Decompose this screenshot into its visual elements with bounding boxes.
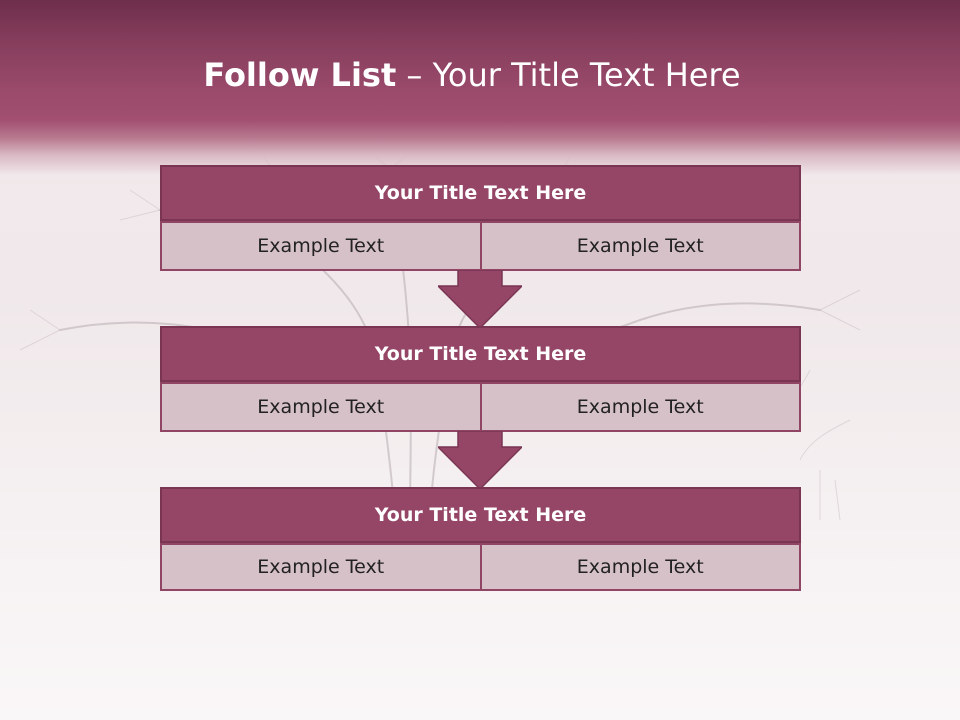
block-title: Your Title Text Here: [160, 326, 801, 382]
block-cell-left: Example Text: [160, 382, 481, 432]
block-cell-right: Example Text: [480, 382, 801, 432]
block-cell-left: Example Text: [160, 221, 481, 271]
list-block-2: Your Title Text Here Example Text Exampl…: [160, 326, 801, 432]
header-band: [0, 0, 960, 190]
list-block-1: Your Title Text Here Example Text Exampl…: [160, 165, 801, 271]
title-bold-part: Follow List: [203, 56, 397, 94]
block-cell-right: Example Text: [480, 221, 801, 271]
slide-title: Follow List – Your Title Text Here: [0, 56, 944, 94]
block-row: Example Text Example Text: [160, 543, 801, 591]
block-cell-right: Example Text: [480, 543, 801, 591]
down-arrow-icon: [438, 431, 522, 489]
down-arrow-icon: [438, 270, 522, 328]
list-block-3: Your Title Text Here Example Text Exampl…: [160, 487, 801, 591]
block-cell-left: Example Text: [160, 543, 481, 591]
block-title: Your Title Text Here: [160, 165, 801, 221]
block-row: Example Text Example Text: [160, 382, 801, 432]
title-rest-part: – Your Title Text Here: [406, 56, 741, 94]
block-title: Your Title Text Here: [160, 487, 801, 543]
block-row: Example Text Example Text: [160, 221, 801, 271]
